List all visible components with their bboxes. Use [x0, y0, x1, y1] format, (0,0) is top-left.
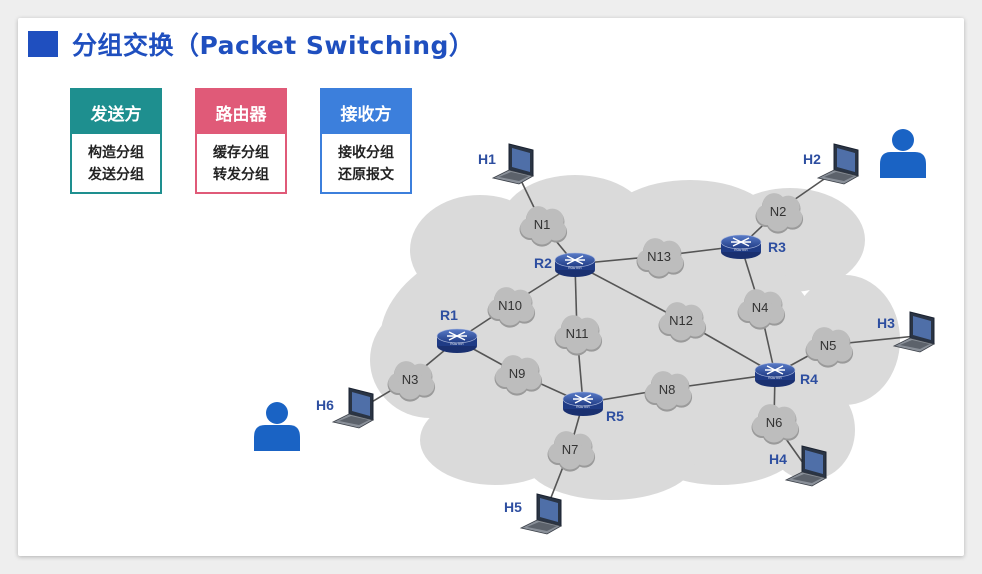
host-label: H1: [478, 151, 496, 167]
router-label: R4: [800, 371, 818, 387]
router-arrows-icon: [573, 394, 593, 404]
host-label: H4: [769, 451, 787, 467]
network-label: N12: [669, 313, 693, 328]
router-arrows-icon: [565, 255, 585, 265]
network-cloud-n3: N3: [387, 361, 436, 402]
network-cloud-n12: N12: [658, 302, 707, 343]
router-arrows-icon: [447, 331, 467, 341]
router-r4: ROUTER R4: [754, 362, 818, 387]
role-title: 发送方: [72, 90, 160, 134]
router-badge: ROUTER: [576, 405, 590, 409]
role-line: 接收分组: [338, 145, 394, 161]
role-line: 发送分组: [88, 167, 144, 183]
network-label: N9: [509, 366, 526, 381]
network-label: N13: [647, 249, 671, 264]
router-arrows-icon: [765, 365, 785, 375]
network-cloud-n9: N9: [494, 355, 543, 396]
host-h4: H4: [769, 445, 828, 487]
network-cloud-n6: N6: [751, 404, 800, 445]
laptop-icon: [331, 387, 375, 429]
role-line: 构造分组: [88, 145, 144, 161]
router-label: R3: [768, 239, 786, 255]
router-label: R5: [606, 408, 624, 424]
role-desc: 构造分组 发送分组: [72, 134, 160, 186]
router-r3: ROUTER R3: [720, 234, 786, 259]
host-label: H2: [803, 151, 821, 167]
network-cloud-n13: N13: [636, 238, 685, 279]
network-label: N1: [534, 217, 551, 232]
router-r5: ROUTER R5: [562, 391, 624, 424]
network-label: N11: [566, 326, 589, 341]
users: [254, 129, 926, 451]
title-marker: [28, 31, 58, 57]
network-label: N5: [820, 338, 837, 353]
page-title: 分组交换（Packet Switching）: [72, 31, 475, 60]
network-label: N7: [562, 442, 579, 457]
network-label: N8: [659, 382, 676, 397]
role-desc: 接收分组 还原报文: [322, 134, 410, 186]
network-cloud-n1: N1: [519, 206, 568, 247]
role-card-receiver: 接收方 接收分组 还原报文: [320, 88, 412, 194]
network-cloud-n11: N11: [554, 315, 603, 356]
role-title: 路由器: [197, 90, 285, 134]
role-title: 接收方: [322, 90, 410, 134]
role-desc: 缓存分组 转发分组: [197, 134, 285, 186]
router-badge: ROUTER: [768, 376, 782, 380]
user-icon: [254, 402, 300, 451]
host-label: H6: [316, 397, 334, 413]
role-card-router: 路由器 缓存分组 转发分组: [195, 88, 287, 194]
laptop-icon: [816, 143, 860, 185]
network-label: N10: [498, 298, 522, 313]
network-cloud-n4: N4: [737, 289, 786, 330]
network-label: N3: [402, 372, 419, 387]
network-label: N6: [766, 415, 783, 430]
network-cloud-n2: N2: [755, 193, 804, 234]
laptop-icon: [892, 311, 936, 353]
host-h1: H1: [478, 143, 535, 185]
router-badge: ROUTER: [450, 342, 464, 346]
network-cloud-n10: N10: [487, 287, 536, 328]
network-cloud-n8: N8: [644, 371, 693, 412]
role-line: 还原报文: [338, 167, 394, 183]
host-label: H5: [504, 499, 522, 515]
laptop-icon: [784, 445, 828, 487]
host-h5: H5: [504, 493, 563, 535]
host-label: H3: [877, 315, 895, 331]
router-r1: ROUTER R1: [436, 307, 478, 353]
role-line: 缓存分组: [213, 145, 269, 161]
role-line: 转发分组: [213, 167, 269, 183]
user-icon: [880, 129, 926, 178]
host-h3: H3: [877, 311, 936, 353]
router-arrows-icon: [731, 237, 751, 247]
link-line: [574, 263, 682, 321]
router-badge: ROUTER: [734, 248, 748, 252]
router-label: R2: [534, 255, 552, 271]
router-label: R1: [440, 307, 458, 323]
laptop-icon: [491, 143, 535, 185]
title-bar: 分组交换（Packet Switching）: [28, 28, 474, 60]
router-r2: ROUTER R2: [534, 252, 596, 277]
network-cloud-n5: N5: [805, 327, 854, 368]
network-label: N2: [770, 204, 787, 219]
network-cloud-n7: N7: [547, 431, 596, 472]
laptop-icon: [519, 493, 563, 535]
network-label: N4: [752, 300, 769, 315]
host-h2: H2: [803, 143, 860, 185]
router-badge: ROUTER: [568, 266, 582, 270]
role-card-sender: 发送方 构造分组 发送分组: [70, 88, 162, 194]
host-h6: H6: [316, 387, 375, 429]
